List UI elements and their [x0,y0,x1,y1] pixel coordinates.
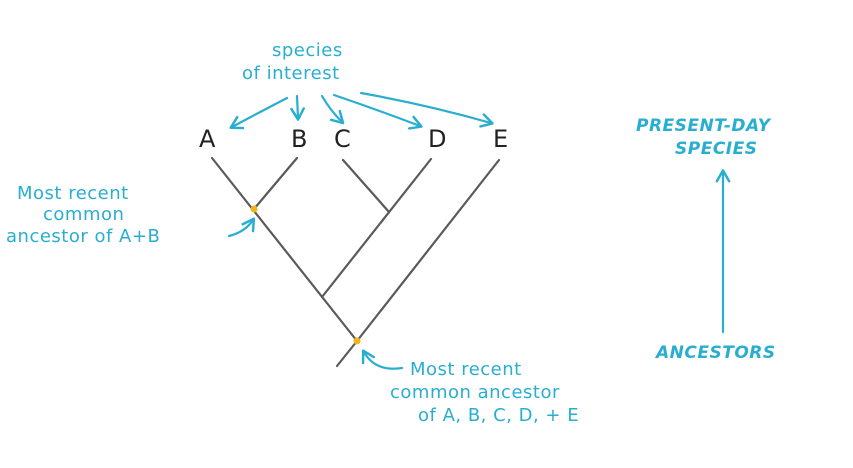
branch-root-to-e [355,158,501,343]
present-day-species-label-line-2: SPECIES [675,139,757,159]
branch-ab-to-b [252,156,299,211]
arrow-to-e-icon [359,91,494,128]
mrca-all-label-line-2: common ancestor [390,382,560,403]
mrca-all-node-marker [353,337,361,345]
mrca-all-label-line-3: of A, B, C, D, + E [418,405,579,426]
branch-root [335,339,359,368]
mrca-ab-label-line-3: ancestor of A+B [6,226,160,247]
ancestors-label: ANCESTORS [654,343,776,363]
species-of-interest-label-line-2: of interest [242,63,340,84]
mrca-ab-label-line-1: Most recent [17,183,129,204]
branch-cd-to-c [341,158,391,214]
species-label-c: C [334,125,351,153]
mrca-ab-node-marker [250,205,258,213]
mrca-ab-label-line-2: common [43,204,124,225]
species-label-b: B [291,125,307,153]
mrca-all-label-line-1: Most recent [410,359,522,380]
mrca-ab-arrow-icon [227,217,256,238]
species-label-d: D [428,125,446,153]
tree-branches [210,156,501,368]
arrow-to-b-icon [290,94,305,121]
mrca-all-arrow-icon [361,349,404,370]
present-day-species-label-line-1: PRESENT-DAY [636,116,772,136]
species-label-e: E [493,125,508,153]
species-of-interest-arrows [229,91,494,130]
branch-inner-to-cd [320,157,433,299]
arrow-to-d-icon [332,93,423,130]
branch-root-to-a [210,156,359,343]
species-label-a: A [199,125,216,153]
species-of-interest-label-line-1: species [272,40,343,61]
arrow-to-a-icon [229,96,289,130]
arrow-to-c-icon [320,94,345,125]
